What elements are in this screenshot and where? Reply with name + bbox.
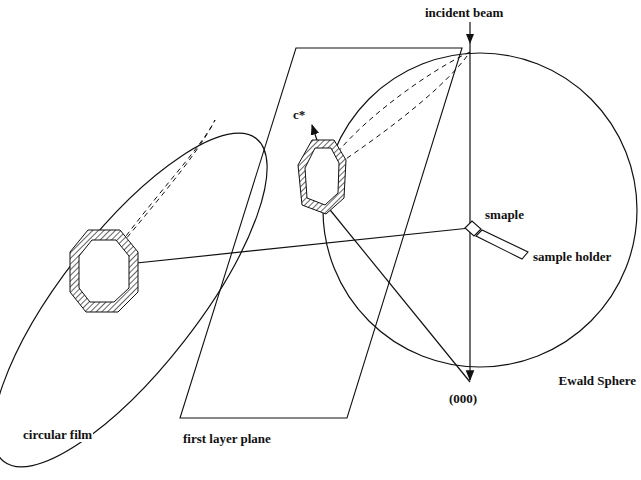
sphere-label: Ewald Sphere (558, 374, 637, 388)
sample-label: smaple (484, 208, 525, 222)
origin-label: (000) (448, 392, 478, 406)
axis-label: c* (292, 108, 306, 122)
film-hexagon (70, 230, 138, 312)
plane-label: first layer plane (182, 432, 272, 446)
beam-label: incident beam (424, 6, 504, 20)
ewald-sphere (323, 53, 637, 367)
reciprocal-vector (322, 200, 470, 382)
holder-label: sample holder (532, 250, 612, 264)
sample-holder (476, 230, 528, 259)
reflection-hexagon-inner (305, 148, 339, 205)
sample-crystal (465, 221, 481, 236)
incident-beam-line (469, 22, 470, 380)
film-label: circular film (22, 428, 93, 442)
diffracted-beam (108, 228, 470, 266)
film-hexagon-inner (79, 240, 129, 302)
beam-arrowhead (466, 34, 474, 44)
circular-film (0, 97, 310, 480)
reflection-hexagon (298, 140, 346, 214)
